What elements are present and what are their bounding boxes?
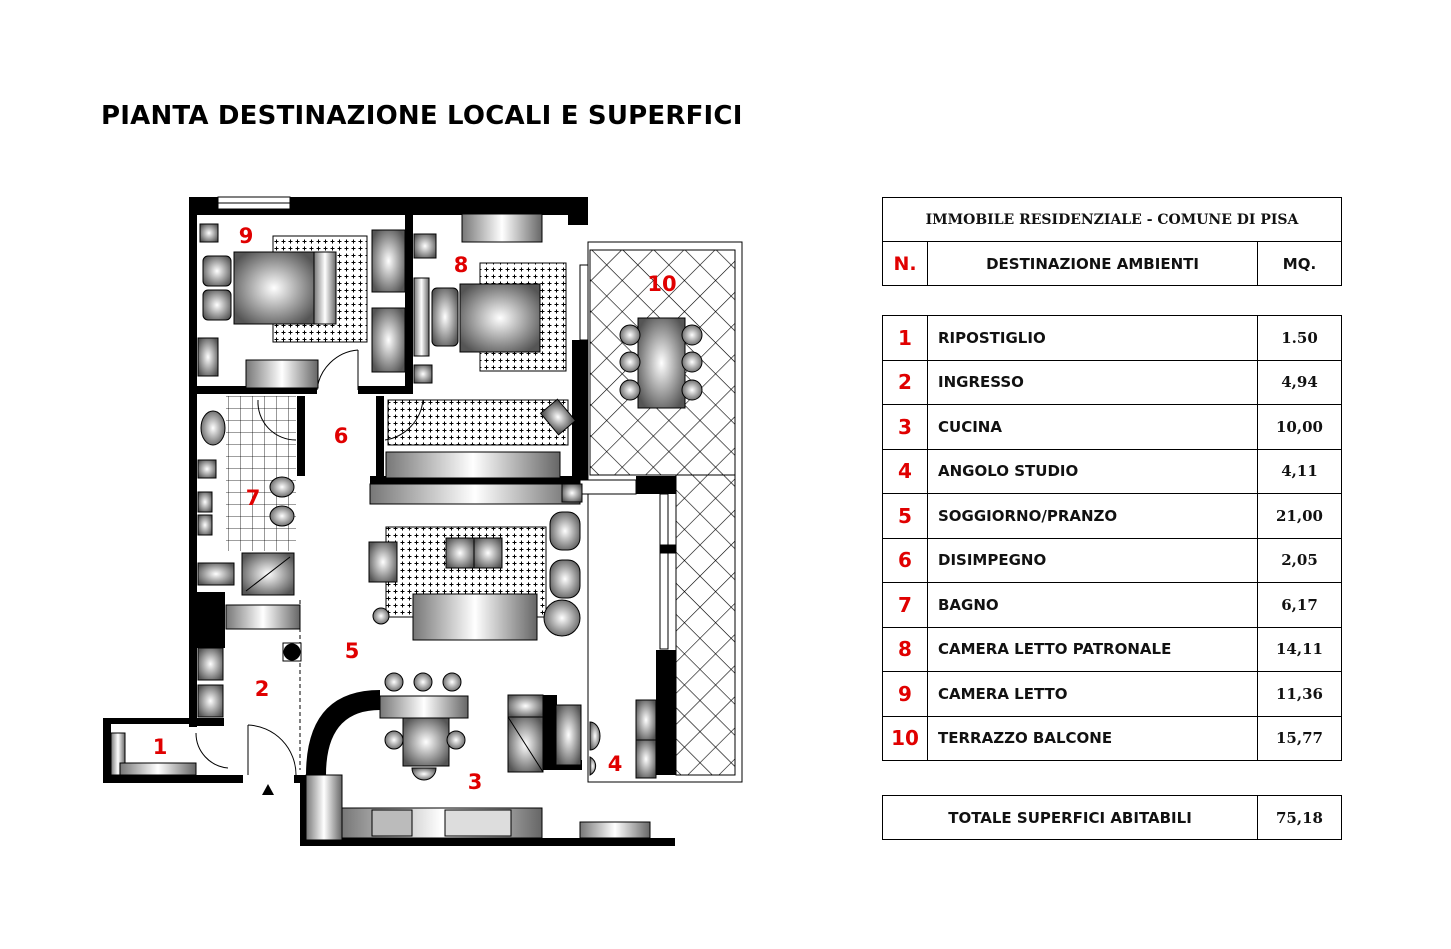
- room-number: 6: [882, 537, 928, 583]
- room-name: SOGGIORNO/PRANZO: [927, 493, 1258, 539]
- room-label-3: 3: [468, 770, 483, 794]
- furniture: [110, 213, 657, 841]
- room-area: 21,00: [1257, 493, 1342, 539]
- room-name: CUCINA: [927, 404, 1258, 450]
- room-label-9: 9: [239, 224, 254, 248]
- total-table: TOTALE SUPERFICI ABITABILI 75,18: [882, 795, 1342, 840]
- room-area: 1.50: [1257, 315, 1342, 361]
- total-row: TOTALE SUPERFICI ABITABILI 75,18: [882, 795, 1342, 840]
- room-number: 4: [882, 448, 928, 494]
- room-name: RIPOSTIGLIO: [927, 315, 1258, 361]
- room-labels: 1 2 3 4 5 6 7 8 9 10: [153, 224, 677, 794]
- room-label-7: 7: [246, 486, 261, 510]
- room-number: 2: [882, 359, 928, 405]
- room-area: 14,11: [1257, 626, 1342, 672]
- room-label-8: 8: [454, 253, 469, 277]
- room-name: CAMERA LETTO PATRONALE: [927, 626, 1258, 672]
- room-area: 2,05: [1257, 537, 1342, 583]
- room-name: BAGNO: [927, 582, 1258, 628]
- room-label-10: 10: [647, 272, 676, 296]
- column-header-area: MQ.: [1257, 241, 1342, 286]
- room-name: DISIMPEGNO: [927, 537, 1258, 583]
- balcony-terrace: [587, 241, 743, 783]
- total-label: TOTALE SUPERFICI ABITABILI: [882, 795, 1258, 840]
- bathroom-tiles: [226, 396, 296, 551]
- windows: [217, 196, 677, 650]
- room-number: 8: [882, 626, 928, 672]
- room-name: CAMERA LETTO: [927, 671, 1258, 717]
- room-area: 6,17: [1257, 582, 1342, 628]
- room-label-6: 6: [334, 424, 349, 448]
- room-name: TERRAZZO BALCONE: [927, 715, 1258, 761]
- room-number: 10: [882, 715, 928, 761]
- room-name: INGRESSO: [927, 359, 1258, 405]
- room-number: 1: [882, 315, 928, 361]
- room-area: 4,11: [1257, 448, 1342, 494]
- room-label-5: 5: [345, 639, 360, 663]
- room-name: ANGOLO STUDIO: [927, 448, 1258, 494]
- rug-hallway: [387, 399, 569, 446]
- column-header-number: N.: [882, 241, 928, 286]
- room-area: 4,94: [1257, 359, 1342, 405]
- room-label-1: 1: [153, 735, 168, 759]
- total-value: 75,18: [1257, 795, 1342, 840]
- room-number: 7: [882, 582, 928, 628]
- room-label-4: 4: [608, 752, 623, 776]
- room-area: 15,77: [1257, 715, 1342, 761]
- table-header: IMMOBILE RESIDENZIALE - COMUNE DI PISA N…: [882, 197, 1342, 286]
- balcony-dining-table: [619, 317, 703, 409]
- room-area: 10,00: [1257, 404, 1342, 450]
- room-label-2: 2: [255, 677, 270, 701]
- column-header-destination: DESTINAZIONE AMBIENTI: [927, 241, 1258, 286]
- room-number: 5: [882, 493, 928, 539]
- room-number: 3: [882, 404, 928, 450]
- table-caption: IMMOBILE RESIDENZIALE - COMUNE DI PISA: [882, 197, 1342, 242]
- room-number: 9: [882, 671, 928, 717]
- doors: [195, 349, 424, 776]
- room-area: 11,36: [1257, 671, 1342, 717]
- entrance-arrow-icon: [262, 784, 274, 795]
- page-title: PIANTA DESTINAZIONE LOCALI E SUPERFICI: [101, 101, 743, 131]
